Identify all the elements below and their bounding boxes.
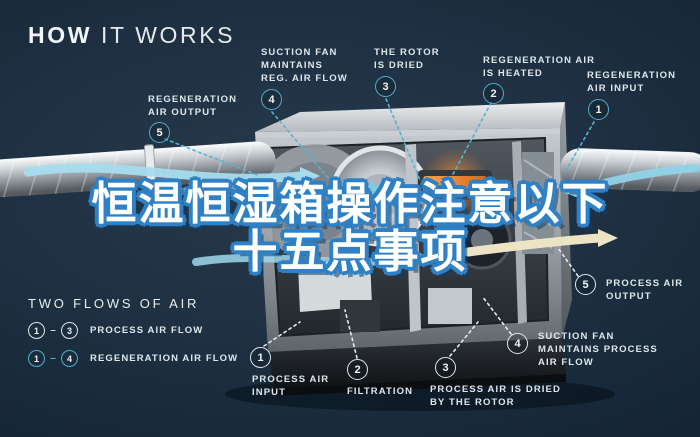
legend-dash: – [50, 325, 56, 336]
leader-reg-2 [451, 102, 492, 177]
leader-proc-1 [263, 321, 301, 347]
process-flow-ribbon [23, 163, 307, 183]
regeneration-inlet-ribbon [574, 164, 700, 194]
callout-label-line: PROCESS AIR [252, 374, 330, 385]
callout-rotor-is-dried: THE ROTOR IS DRIED 3 [374, 46, 440, 97]
callout-label-line: SUCTION FAN [538, 331, 615, 342]
leader-reg-1 [564, 121, 595, 173]
callout-label-line: AIR INPUT [587, 83, 645, 94]
flow-arrowhead [300, 167, 320, 185]
callout-label-line: FILTRATION [347, 386, 414, 397]
callout-label-line: PROCESS AIR [606, 278, 684, 289]
callout-regeneration-air-output: REGENERATION AIR OUTPUT 5 [148, 93, 237, 143]
flow-arrowhead [598, 229, 618, 247]
legend-title: TWO FLOWS OF AIR [28, 296, 200, 311]
step-badge-3: 3 [435, 357, 456, 378]
callout-label-line: REGENERATION AIR [483, 55, 596, 66]
legend-dash: – [50, 353, 56, 364]
process-leaders [263, 247, 579, 359]
base-plinth-lip [274, 374, 566, 396]
callout-label-line: AIR FLOW [538, 357, 594, 368]
page-title: HOW IT WORKS [28, 22, 235, 49]
callout-suction-fan-reg: SUCTION FAN MAINTAINS REG. AIR FLOW 4 [261, 46, 348, 110]
callout-label-line: AIR OUTPUT [148, 107, 218, 118]
legend-row-process: 1 – 3 PROCESS AIR FLOW [28, 322, 238, 339]
leader-proc-2 [344, 309, 358, 359]
flow-arrowhead [412, 249, 430, 266]
callout-label-line: INPUT [252, 387, 286, 398]
air-flow-ribbons [23, 163, 700, 266]
leader-reg-5 [164, 138, 261, 177]
callout-filtration: 2 FILTRATION [347, 359, 413, 398]
page-title-light: IT WORKS [101, 22, 236, 48]
flow-arrowhead [370, 182, 388, 198]
leader-lines [164, 98, 595, 359]
callout-label-line: IS HEATED [483, 68, 543, 79]
leader-proc-3 [449, 321, 479, 357]
callout-label-line: IS DRIED [374, 60, 424, 71]
step-badge-5: 5 [575, 274, 596, 295]
callout-regeneration-air-input: REGENERATION AIR INPUT 1 [587, 69, 676, 120]
legend-circle-end: 4 [61, 350, 78, 367]
step-badge-2: 2 [483, 83, 504, 104]
callout-label-line: REG. AIR FLOW [261, 73, 348, 84]
dry-air-output-ribbon [463, 233, 605, 257]
callout-suction-fan-process: 4 SUCTION FAN MAINTAINS PROCESS AIR FLOW [507, 330, 658, 369]
mesh-hatch [523, 159, 553, 249]
legend-circle-start: 1 [28, 350, 45, 367]
step-badge-4: 4 [507, 333, 528, 354]
callout-process-air-output: 5 PROCESS AIR OUTPUT [575, 274, 683, 303]
leader-reg-3 [385, 98, 421, 181]
legend-circle-end: 3 [61, 322, 78, 339]
component-box [298, 258, 372, 312]
flow-arrowhead [562, 182, 582, 199]
leader-reg-4 [271, 111, 331, 181]
duct-spiral-seams [568, 148, 690, 192]
step-badge-3: 3 [375, 76, 396, 97]
regeneration-flow-ribbon [156, 185, 376, 200]
callout-label-line: SUCTION FAN [261, 47, 338, 58]
callout-label-line: THE ROTOR [374, 47, 440, 58]
legend-label: PROCESS AIR FLOW [90, 325, 204, 336]
callout-label-line: BY THE ROTOR [430, 397, 515, 408]
callout-label-line: REGENERATION [587, 70, 677, 81]
callout-label-line: PROCESS AIR IS DRIED [430, 384, 561, 395]
callout-process-air-input: 1 PROCESS AIR INPUT [250, 347, 329, 399]
step-badge-4: 4 [261, 89, 282, 110]
component-box [428, 288, 472, 324]
callout-label-line: MAINTAINS PROCESS [538, 344, 658, 355]
callout-label-line: OUTPUT [606, 291, 652, 302]
legend-label: REGENERATION AIR FLOW [90, 353, 239, 364]
step-badge-2: 2 [347, 359, 368, 380]
step-badge-1: 1 [588, 99, 609, 120]
bottom-flow-ribbon [192, 254, 418, 266]
leader-proc-4 [481, 295, 512, 335]
divider-panel [512, 141, 527, 324]
page-title-bold: HOW [28, 22, 93, 48]
callout-regeneration-air-heated: REGENERATION AIR IS HEATED 2 [483, 54, 595, 104]
cabinet-side-face [560, 102, 572, 338]
callout-label-line: REGENERATION [148, 94, 238, 105]
step-badge-5: 5 [149, 122, 170, 143]
legend-circle-start: 1 [28, 322, 45, 339]
callout-process-air-dried: 3 PROCESS AIR IS DRIED BY THE ROTOR [430, 357, 561, 409]
regeneration-leaders [164, 98, 595, 181]
step-badge-1: 1 [250, 347, 271, 368]
legend-row-regeneration: 1 – 4 REGENERATION AIR FLOW [28, 350, 238, 367]
callout-label-line: MAINTAINS [261, 60, 323, 71]
base-plinth [268, 338, 566, 388]
legend-two-flows: TWO FLOWS OF AIR 1 – 3 PROCESS AIR FLOW … [28, 296, 238, 367]
leader-proc-5 [557, 247, 579, 277]
cabinet [255, 102, 572, 396]
heater-element [423, 176, 487, 192]
top-edge-highlight [255, 128, 560, 138]
